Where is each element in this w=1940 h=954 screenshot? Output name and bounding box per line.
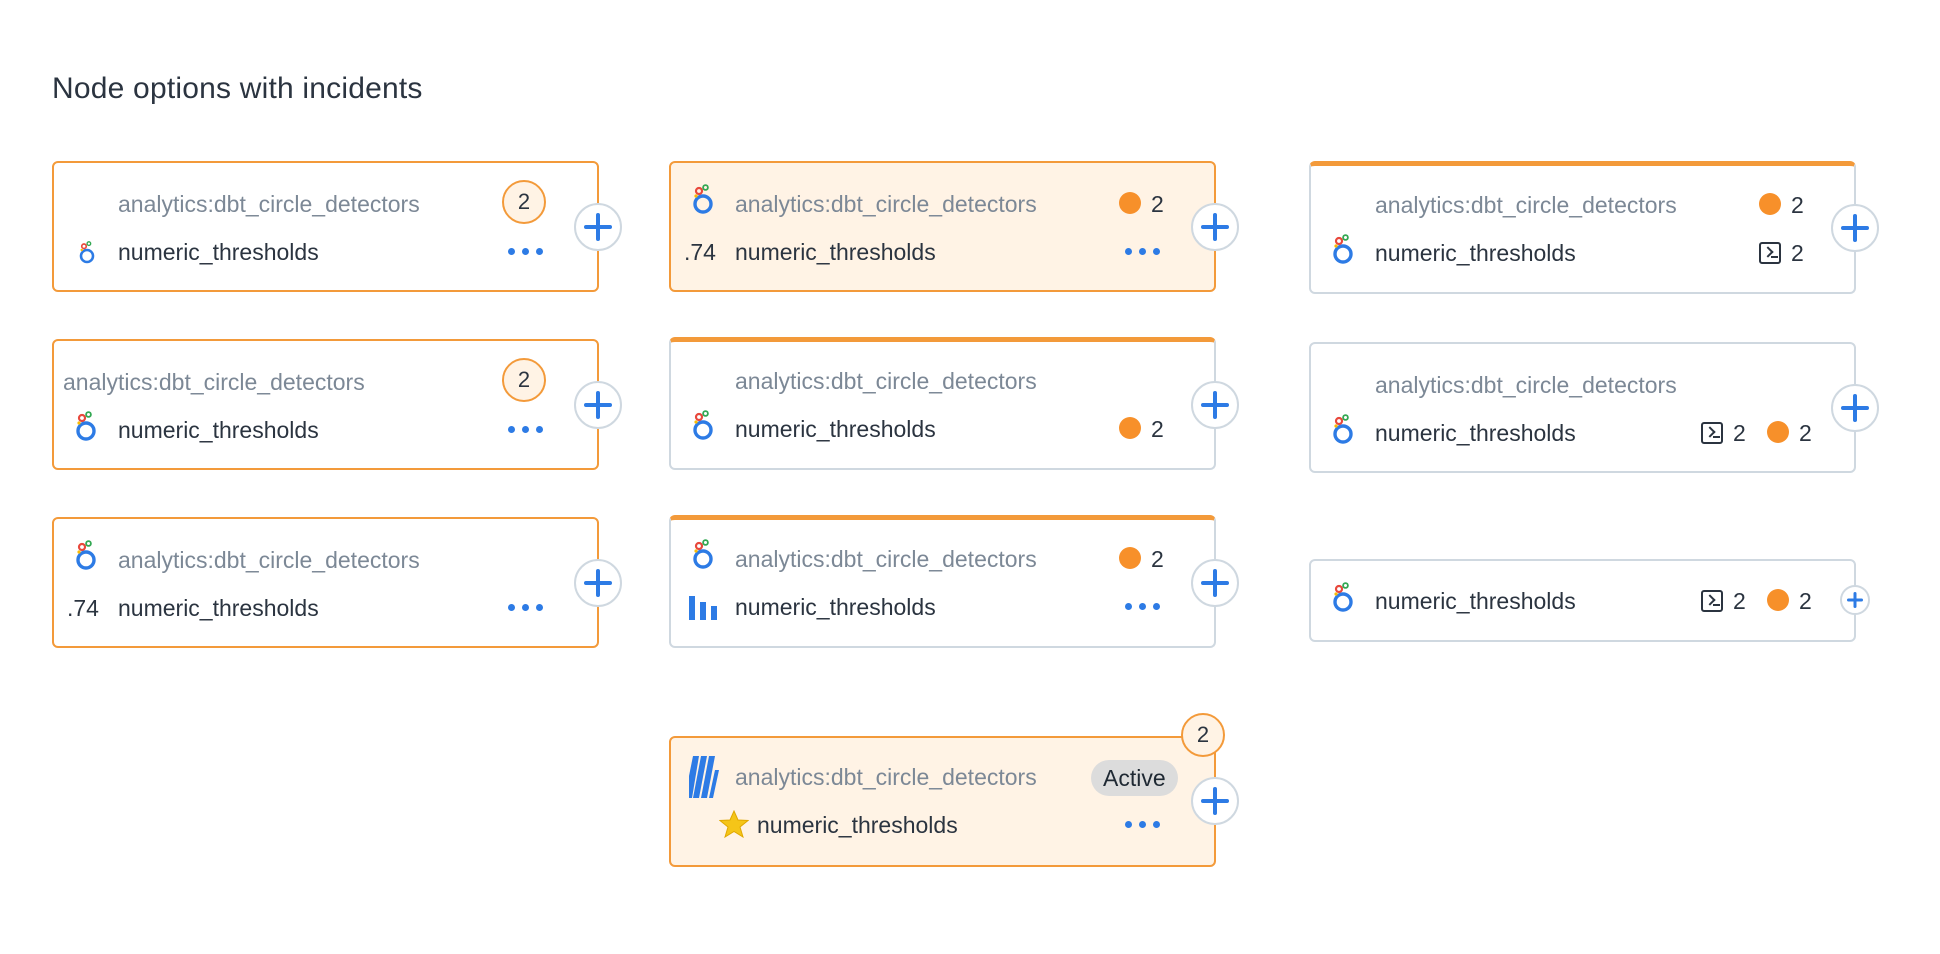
expand-plus-button[interactable] <box>1191 777 1239 825</box>
more-dots-icon[interactable] <box>1125 821 1160 828</box>
node-card-8[interactable]: analytics:dbt_circle_detectors numeric_t… <box>1309 342 1856 473</box>
node-name-label: numeric_thresholds <box>118 239 319 265</box>
looker-icon <box>74 540 98 572</box>
incident-dot-icon <box>1759 193 1781 215</box>
more-dots-icon[interactable] <box>1125 248 1160 255</box>
node-card-5[interactable]: analytics:dbt_circle_detectors numeric_t… <box>669 337 1216 470</box>
node-source-label: analytics:dbt_circle_detectors <box>735 368 1037 394</box>
incident-count-badge: 2 <box>1181 713 1225 757</box>
incident-dot-icon <box>1119 547 1141 569</box>
incident-count-badge: 2 <box>502 180 546 224</box>
terminal-icon <box>1701 422 1723 444</box>
page-title: Node options with incidents <box>52 72 423 105</box>
looker-icon <box>1331 234 1355 266</box>
node-name-label: numeric_thresholds <box>118 595 319 621</box>
expand-plus-button[interactable] <box>574 559 622 607</box>
node-card-1[interactable]: analytics:dbt_circle_detectors 2 numeric… <box>52 161 599 292</box>
column-chart-icon <box>689 596 717 620</box>
looker-icon <box>78 241 96 265</box>
incident-count: 2 <box>1151 416 1164 442</box>
terminal-icon <box>1759 242 1781 264</box>
test-count: 2 <box>1733 588 1746 614</box>
node-name-label: numeric_thresholds <box>1375 420 1576 446</box>
status-badge: Active <box>1091 760 1178 796</box>
looker-icon <box>1331 414 1355 446</box>
node-card-4[interactable]: analytics:dbt_circle_detectors 2 .74 num… <box>669 161 1216 292</box>
more-dots-icon[interactable] <box>508 248 543 255</box>
more-dots-icon[interactable] <box>1125 603 1160 610</box>
node-prefix-number: .74 <box>67 595 99 621</box>
node-source-label: analytics:dbt_circle_detectors <box>735 546 1037 572</box>
expand-plus-button[interactable] <box>1191 559 1239 607</box>
node-source-label: analytics:dbt_circle_detectors <box>735 191 1037 217</box>
node-card-2[interactable]: analytics:dbt_circle_detectors 2 numeric… <box>52 339 599 470</box>
looker-icon <box>691 410 715 442</box>
node-name-label: numeric_thresholds <box>1375 588 1576 614</box>
node-source-label: analytics:dbt_circle_detectors <box>118 547 420 573</box>
looker-icon <box>691 539 715 571</box>
node-source-label: analytics:dbt_circle_detectors <box>735 764 1037 790</box>
looker-icon <box>74 411 98 443</box>
test-count: 2 <box>1733 420 1746 446</box>
terminal-icon <box>1701 590 1723 612</box>
expand-plus-button[interactable] <box>1191 203 1239 251</box>
expand-plus-button[interactable] <box>1840 585 1870 615</box>
test-count: 2 <box>1791 240 1804 266</box>
incident-count: 2 <box>1799 588 1812 614</box>
node-name-label: numeric_thresholds <box>735 594 936 620</box>
more-dots-icon[interactable] <box>508 426 543 433</box>
node-source-label: analytics:dbt_circle_detectors <box>1375 372 1677 398</box>
expand-plus-button[interactable] <box>574 381 622 429</box>
looker-icon <box>691 184 715 216</box>
node-card-6[interactable]: analytics:dbt_circle_detectors 2 numeric… <box>669 515 1216 648</box>
node-prefix-number: .74 <box>684 239 716 265</box>
looker-icon <box>1331 582 1355 614</box>
expand-plus-button[interactable] <box>1831 204 1879 252</box>
dbt-stripes-icon <box>689 756 719 798</box>
node-source-label: analytics:dbt_circle_detectors <box>63 369 365 395</box>
node-source-label: analytics:dbt_circle_detectors <box>1375 192 1677 218</box>
node-name-label: numeric_thresholds <box>757 812 958 838</box>
more-dots-icon[interactable] <box>508 604 543 611</box>
expand-plus-button[interactable] <box>1191 381 1239 429</box>
incident-dot-icon <box>1119 192 1141 214</box>
node-name-label: numeric_thresholds <box>735 239 936 265</box>
node-source-label: analytics:dbt_circle_detectors <box>118 191 420 217</box>
incident-count: 2 <box>1799 420 1812 446</box>
incident-dot-icon <box>1767 589 1789 611</box>
node-card-7[interactable]: analytics:dbt_circle_detectors 2 numeric… <box>1309 161 1856 294</box>
node-name-label: numeric_thresholds <box>735 416 936 442</box>
incident-dot-icon <box>1119 417 1141 439</box>
expand-plus-button[interactable] <box>1831 384 1879 432</box>
incident-count-badge: 2 <box>502 358 546 402</box>
star-icon <box>719 810 749 838</box>
node-name-label: numeric_thresholds <box>1375 240 1576 266</box>
node-card-9[interactable]: numeric_thresholds 2 2 <box>1309 559 1856 642</box>
node-card-10[interactable]: analytics:dbt_circle_detectors Active nu… <box>669 736 1216 867</box>
incident-count: 2 <box>1791 192 1804 218</box>
incident-dot-icon <box>1767 421 1789 443</box>
expand-plus-button[interactable] <box>574 203 622 251</box>
node-name-label: numeric_thresholds <box>118 417 319 443</box>
incident-count: 2 <box>1151 191 1164 217</box>
node-card-3[interactable]: analytics:dbt_circle_detectors .74 numer… <box>52 517 599 648</box>
incident-count: 2 <box>1151 546 1164 572</box>
